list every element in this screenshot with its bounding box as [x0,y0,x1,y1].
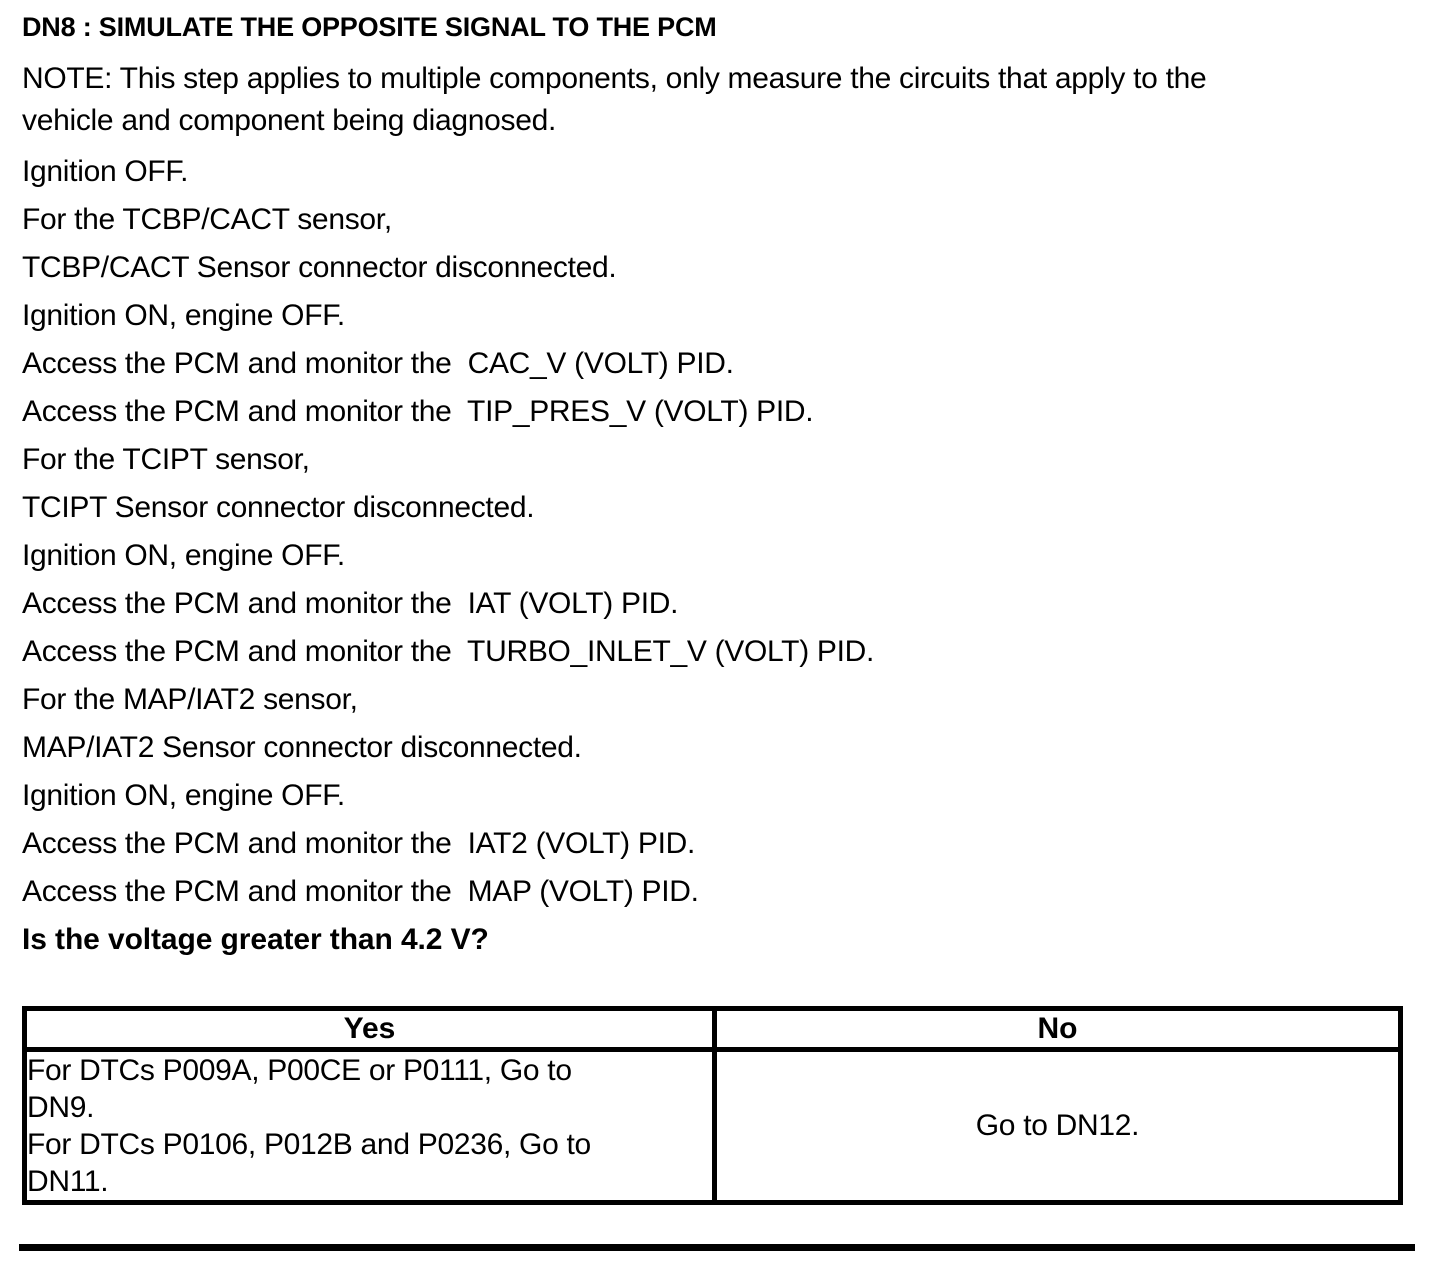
step-line: Access the PCM and monitor the IAT2 (VOL… [22,827,696,860]
note-paragraph: NOTE: This step applies to multiple comp… [22,58,1414,142]
step-line: TCBP/CACT Sensor connector disconnected. [22,251,617,284]
step-line: For the MAP/IAT2 sensor, [22,683,358,716]
question-line: Is the voltage greater than 4.2 V? [22,923,489,956]
yes-column-header: Yes [22,1006,717,1052]
decision-table: Yes No For DTCs P009A, P00CE or P0111, G… [22,1006,1403,1205]
procedure-section: DN8 : SIMULATE THE OPPOSITE SIGNAL TO TH… [22,12,1414,1205]
step-line: MAP/IAT2 Sensor connector disconnected. [22,731,582,764]
decision-table-data-row: For DTCs P009A, P00CE or P0111, Go to DN… [22,1047,1403,1205]
section-divider-rule [19,1244,1415,1251]
step-line: Access the PCM and monitor the TIP_PRES_… [22,395,814,428]
step-line: TCIPT Sensor connector disconnected. [22,491,535,524]
yes-cell-line: For DTCs P0106, P012B and P0236, Go to [27,1128,591,1161]
no-cell-text: Go to DN12. [975,1109,1140,1142]
step-line: Access the PCM and monitor the IAT (VOLT… [22,587,679,620]
note-line: NOTE: This step applies to multiple comp… [22,62,1207,95]
yes-cell: For DTCs P009A, P00CE or P0111, Go to DN… [22,1047,717,1205]
decision-table-header-row: Yes No [22,1006,1403,1052]
no-column-header: No [712,1006,1403,1052]
yes-cell-line: For DTCs P009A, P00CE or P0111, Go to [27,1054,572,1087]
step-line: For the TCIPT sensor, [22,443,310,476]
step-line: Ignition ON, engine OFF. [22,539,345,572]
step-line: Ignition ON, engine OFF. [22,779,345,812]
yes-cell-line: DN9. [27,1091,95,1124]
no-cell: Go to DN12. [712,1047,1403,1205]
step-line: Ignition OFF. [22,155,189,188]
step-line: Access the PCM and monitor the MAP (VOLT… [22,875,699,908]
step-line: Ignition ON, engine OFF. [22,299,345,332]
note-line: vehicle and component being diagnosed. [22,104,557,137]
step-line: For the TCBP/CACT sensor, [22,203,392,236]
page-title: DN8 : SIMULATE THE OPPOSITE SIGNAL TO TH… [22,12,717,42]
step-line: Access the PCM and monitor the TURBO_INL… [22,635,875,668]
step-line: Access the PCM and monitor the CAC_V (VO… [22,347,734,380]
yes-cell-line: DN11. [27,1165,109,1198]
